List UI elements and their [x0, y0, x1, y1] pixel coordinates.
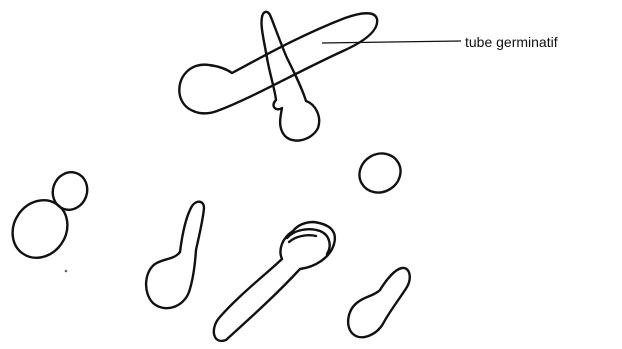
cell-with-short-tube — [146, 202, 204, 308]
budding-cell-pair — [1, 167, 92, 268]
germ-tube-label: tube germinatif — [465, 34, 558, 50]
germ-tube-leader-line — [322, 41, 461, 43]
germinating-cell-with-tube — [179, 13, 377, 113]
small-elongated-cell — [348, 268, 410, 337]
speck — [65, 270, 68, 273]
oval-cell — [352, 146, 407, 200]
large-elongated-cell — [214, 222, 335, 341]
